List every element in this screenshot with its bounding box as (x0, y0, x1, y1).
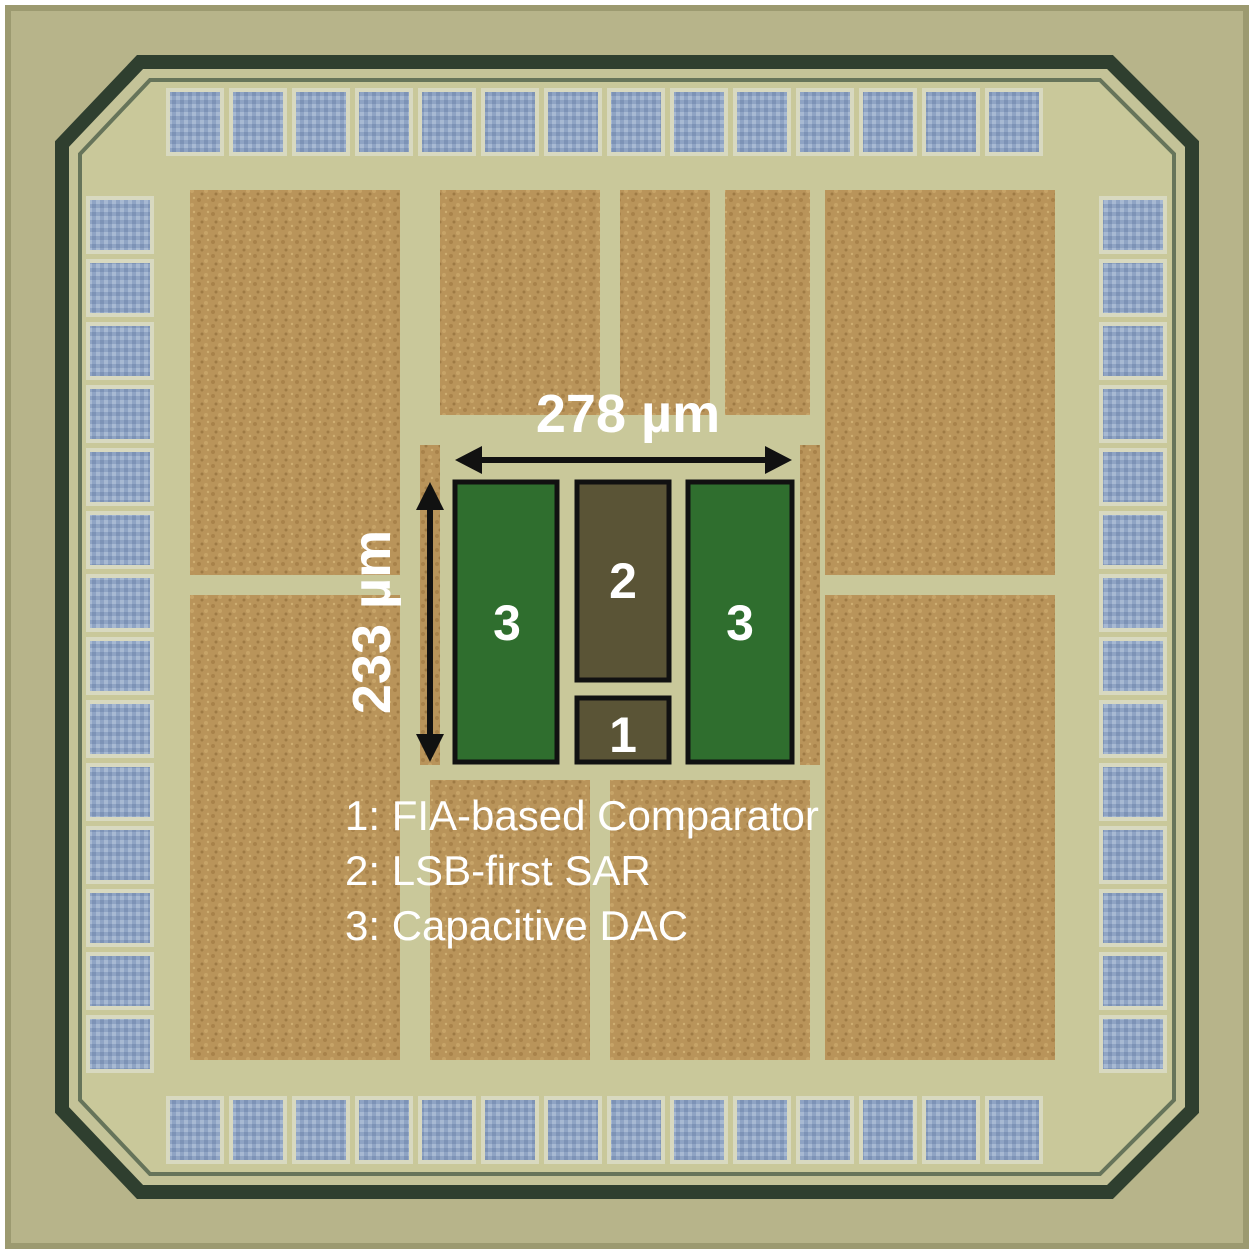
bond-pad (90, 389, 150, 439)
bond-pad (422, 92, 472, 152)
bond-pad (926, 92, 976, 152)
bond-pad (1103, 452, 1163, 502)
legend-item-comparator: 1: FIA-based Comparator (345, 792, 819, 839)
bond-pad (737, 92, 787, 152)
core-block-bottom-left (430, 780, 590, 1060)
bond-pad (1103, 326, 1163, 376)
block-comparator (574, 695, 672, 765)
bond-pad (1103, 767, 1163, 817)
bond-pad (989, 92, 1039, 152)
core-quadrant-right-top (825, 190, 1055, 575)
block-sar-label: 2 (609, 553, 637, 609)
bond-pad (737, 1100, 787, 1160)
bond-pad (611, 1100, 661, 1160)
core-block-top-mid-left (440, 190, 600, 415)
core-block-bottom-right (610, 780, 810, 1060)
block-sar (574, 479, 672, 683)
bond-pad (674, 1100, 724, 1160)
bond-pad (90, 767, 150, 817)
pad-row-bottom (166, 1096, 1043, 1164)
bond-pad (800, 92, 850, 152)
width-dimension-label: 278 µm (536, 384, 720, 444)
bond-pad (1103, 893, 1163, 943)
bond-pad (926, 1100, 976, 1160)
bond-pad (1103, 641, 1163, 691)
bond-pad (359, 1100, 409, 1160)
bond-pad (90, 515, 150, 565)
bond-pad (90, 893, 150, 943)
bond-pad (863, 1100, 913, 1160)
bond-pad (90, 452, 150, 502)
width-dimension-arrow (455, 446, 792, 474)
block-dac-left (452, 479, 560, 765)
bond-pad (548, 1100, 598, 1160)
bond-pad (170, 92, 220, 152)
pad-row-top (166, 88, 1043, 156)
bond-pad (1103, 515, 1163, 565)
core-block-top-mid (620, 190, 710, 415)
bond-pad (1103, 578, 1163, 628)
die-edge (5, 5, 1249, 1249)
core-block-center-right (800, 445, 820, 765)
bond-pad (90, 956, 150, 1006)
bond-pad (90, 326, 150, 376)
bond-pad (170, 1100, 220, 1160)
block-dac-right-label: 3 (726, 595, 754, 651)
height-dimension-label: 233 µm (342, 530, 402, 714)
bond-pad (1103, 704, 1163, 754)
pad-column-right (1099, 196, 1167, 1073)
bond-pad (863, 92, 913, 152)
bond-pad (1103, 956, 1163, 1006)
bond-pad (422, 1100, 472, 1160)
bond-pad (296, 92, 346, 152)
bond-pad (90, 578, 150, 628)
bond-pad (90, 1019, 150, 1069)
bond-pad (90, 200, 150, 250)
core-block-top-mid-right (725, 190, 810, 415)
block-comparator-label: 1 (609, 707, 637, 763)
bond-pad (1103, 263, 1163, 313)
bond-pad (674, 92, 724, 152)
height-dimension-arrow (416, 482, 444, 762)
bond-pad (611, 92, 661, 152)
bond-pad (359, 92, 409, 152)
legend-item-sar: 2: LSB-first SAR (345, 847, 651, 894)
bond-pad (90, 641, 150, 691)
block-dac-left-label: 3 (493, 595, 521, 651)
bond-pad (90, 830, 150, 880)
bond-pad (1103, 200, 1163, 250)
core-quadrant-left-top (190, 190, 400, 575)
bond-pad (989, 1100, 1039, 1160)
bond-pad (90, 263, 150, 313)
bond-pad (233, 1100, 283, 1160)
bond-pad (800, 1100, 850, 1160)
block-dac-right (685, 479, 795, 765)
bond-pad (1103, 1019, 1163, 1069)
bond-pad (296, 1100, 346, 1160)
bond-pad (1103, 389, 1163, 439)
bond-pad (485, 92, 535, 152)
legend-item-dac: 3: Capacitive DAC (345, 902, 688, 949)
bond-pad (548, 92, 598, 152)
bond-pad (233, 92, 283, 152)
core-quadrant-right-bottom (825, 595, 1055, 1060)
bond-pad (90, 704, 150, 754)
bond-pad (1103, 830, 1163, 880)
pad-column-left (86, 196, 154, 1073)
core-quadrant-left-bottom (190, 595, 400, 1060)
bond-pad (485, 1100, 535, 1160)
